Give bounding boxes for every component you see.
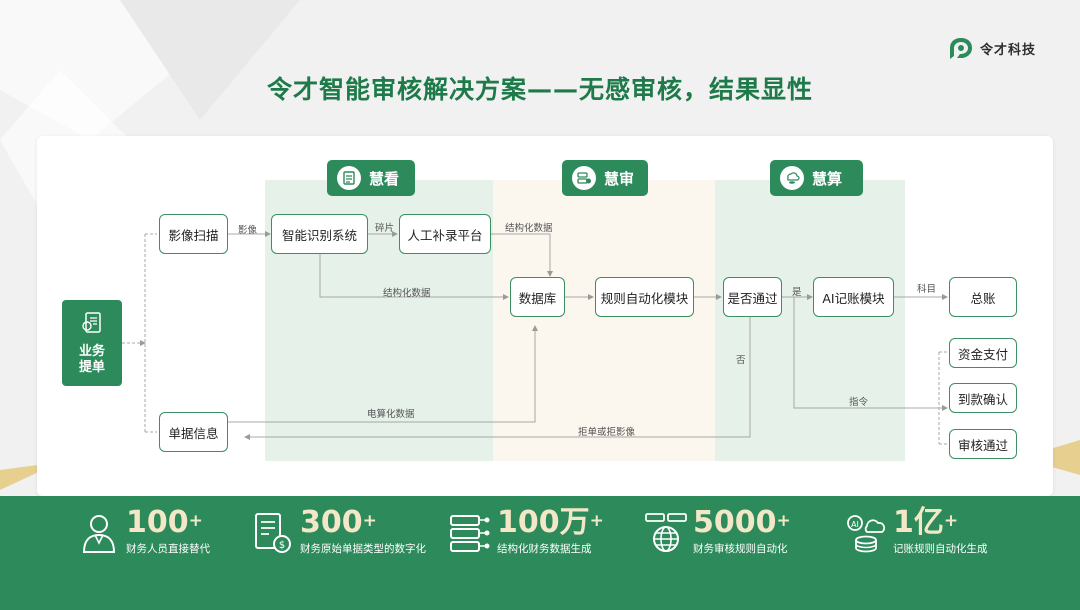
stat-item: 100+ 财务人员直接替代	[76, 506, 210, 556]
general-ledger-node: 总账	[949, 277, 1017, 317]
stat-description: 财务原始单据类型的数字化	[300, 543, 426, 555]
invoice-icon: $	[255, 513, 291, 553]
flow-connectors	[122, 231, 948, 445]
stat-description: 财务人员直接替代	[126, 543, 210, 555]
brand-logo: 令才科技	[948, 36, 1036, 60]
badge-huisuan-label: 慧算	[812, 169, 843, 188]
zone-huishen	[493, 180, 715, 461]
document-info-node: 单据信息	[159, 412, 228, 452]
stat-value: 1亿+	[893, 505, 959, 540]
page-title: 令才智能审核解决方案——无感审核，结果显性	[266, 75, 813, 104]
database-node: 数据库	[510, 277, 565, 317]
badge-huishen-label: 慧审	[604, 169, 635, 188]
fund-payment-node: 资金支付	[949, 338, 1017, 368]
edge-label-image: 影像	[238, 225, 258, 236]
person-icon	[82, 515, 116, 553]
image-scan-node: 影像扫描	[159, 214, 228, 254]
business-order-node: 业务 提单	[62, 300, 122, 386]
ai-accounting-node: AI记账模块	[813, 277, 894, 317]
rules-automation-node: 规则自动化模块	[595, 277, 694, 317]
svg-text:AI: AI	[851, 520, 859, 529]
globe-icon	[645, 513, 687, 552]
svg-text:$: $	[279, 540, 285, 551]
edge-label-electronic: 电算化数据	[367, 409, 415, 420]
stat-value: 100+	[126, 505, 203, 540]
flow-diagram-card: 慧看 慧审 慧算 业务 提单 影像扫描 智能识别系统 人工补录平台 数据库 规则…	[37, 136, 1053, 496]
stat-item: AI 1亿+ 记账规则自动化生成	[843, 506, 988, 556]
stat-value: 5000+	[693, 505, 791, 540]
stat-item: 100万+ 结构化财务数据生成	[447, 506, 604, 556]
edge-label-no: 否	[736, 355, 746, 366]
stat-description: 财务审核规则自动化	[693, 543, 788, 555]
manual-entry-platform-node: 人工补录平台	[399, 214, 491, 254]
edge-label-subject: 科目	[917, 284, 937, 295]
edge-label-fragments: 碎片	[375, 223, 395, 234]
edge-label-yes: 是	[792, 287, 802, 298]
server-check-icon	[572, 166, 596, 190]
badge-huikan-label: 慧看	[369, 169, 400, 188]
edge-label-structured-1: 结构化数据	[505, 223, 553, 234]
scan-doc-icon	[337, 166, 361, 190]
stats-band	[0, 496, 1080, 610]
zone-huisuan	[715, 180, 905, 461]
stat-description: 记账规则自动化生成	[893, 543, 988, 555]
audit-pass-node: 审核通过	[949, 429, 1017, 459]
stat-item: $ 300+ 财务原始单据类型的数字化	[250, 506, 426, 556]
business-order-label: 业务 提单	[78, 344, 105, 375]
edge-label-structured-2: 结构化数据	[383, 288, 431, 299]
receipt-confirm-node: 到款确认	[949, 383, 1017, 413]
pass-decision-node: 是否通过	[723, 277, 782, 317]
ai-database-icon: AI	[847, 515, 886, 553]
badge-huikan: 慧看	[327, 160, 415, 196]
stat-value: 100万+	[497, 505, 604, 540]
badge-huishen: 慧审	[562, 160, 648, 196]
smart-recognition-node: 智能识别系统	[271, 214, 368, 254]
stat-description: 结构化财务数据生成	[497, 543, 592, 555]
cloud-database-icon	[780, 166, 804, 190]
badge-huisuan: 慧算	[770, 160, 863, 196]
stat-item: 5000+ 财务审核规则自动化	[643, 506, 791, 556]
brand-logo-icon	[950, 38, 972, 59]
brand-name: 令才科技	[980, 42, 1037, 58]
order-document-icon	[82, 312, 101, 333]
stat-value: 300+	[300, 505, 377, 540]
edge-label-instruction: 指令	[849, 397, 869, 408]
edge-label-reject: 拒单或拒影像	[578, 427, 636, 438]
server-icon	[450, 515, 490, 552]
